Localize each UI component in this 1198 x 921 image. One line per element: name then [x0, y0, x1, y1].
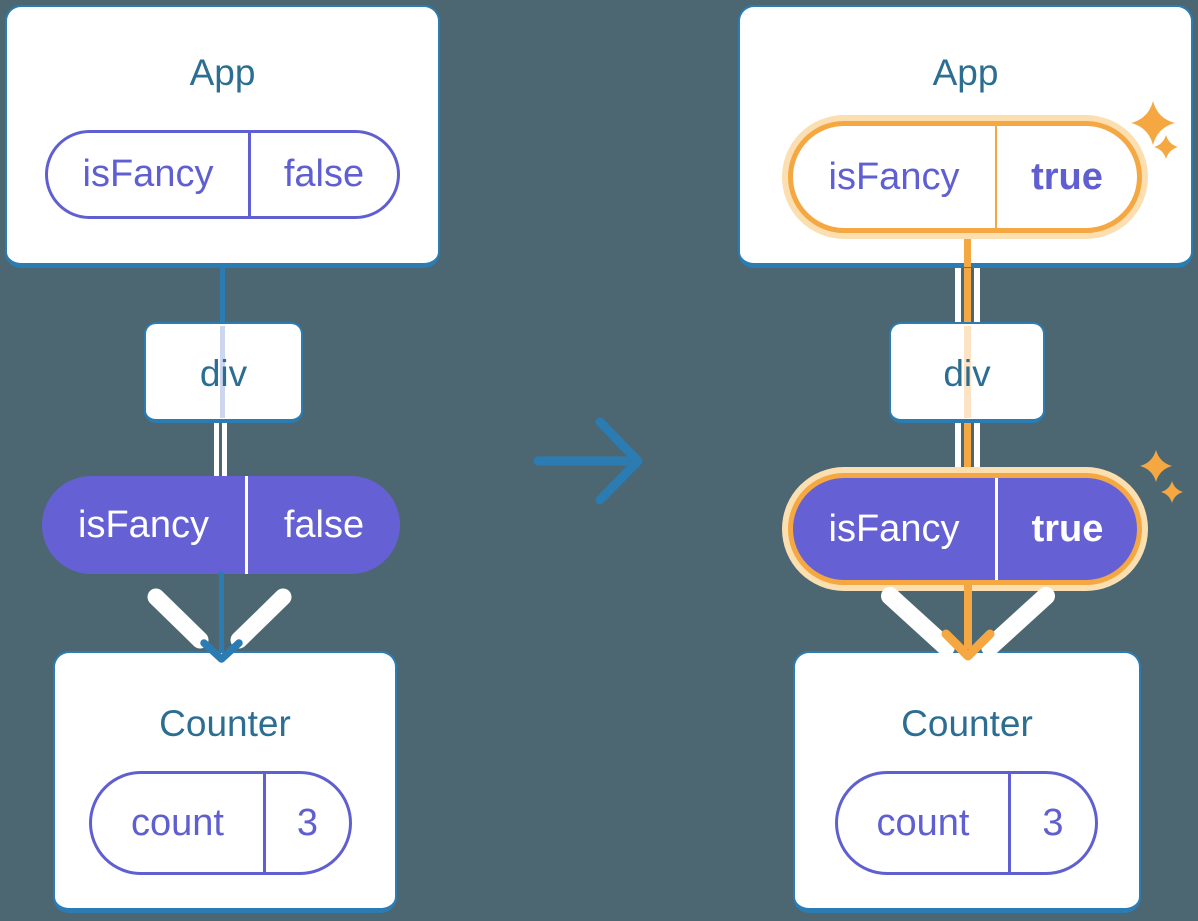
app-prop-pill: isFancy false: [45, 130, 400, 219]
prop-value-cell: false: [248, 133, 397, 216]
prop-name-cell: isFancy: [78, 503, 209, 546]
counter-state-pill: count 3: [89, 771, 352, 875]
highlighted-prop-line: [964, 231, 971, 267]
prop-name-cell: isFancy: [828, 155, 960, 198]
sparkle-icon: [1131, 101, 1178, 159]
prop-flow-line: [955, 421, 961, 470]
state-value-cell: 3: [263, 774, 349, 872]
prop-arrow-icon-highlighted: [881, 582, 1055, 661]
div-label: div: [199, 353, 248, 394]
state-name-cell: count: [876, 801, 970, 844]
highlighted-prop-line: [964, 421, 971, 470]
prop-flow-line: [955, 266, 961, 324]
counter-state-pill: count 3: [835, 771, 1098, 875]
prop-value-cell: true: [995, 478, 1137, 580]
passed-prop-pill: isFancy false: [42, 476, 400, 574]
counter-title: Counter: [901, 703, 1033, 744]
highlighted-prop-line: [964, 266, 971, 324]
tree-connector-line: [220, 266, 225, 324]
prop-flow-line: [974, 266, 980, 324]
app-prop-pill-highlighted: isFancy true: [788, 121, 1142, 233]
div-label: div: [943, 353, 991, 394]
prop-value-cell: true: [995, 126, 1137, 228]
prop-arrow-icon: [147, 572, 292, 663]
prop-flow-line: [222, 421, 227, 478]
app-title: App: [932, 52, 999, 93]
app-title: App: [189, 52, 256, 93]
counter-title: Counter: [159, 703, 291, 744]
passed-prop-pill-highlighted: isFancy true: [788, 473, 1142, 585]
sparkle-icon: [1140, 450, 1183, 503]
state-value-cell: 3: [1008, 774, 1095, 872]
prop-flow-line: [214, 421, 219, 478]
highlighted-prop-line-faded: [964, 326, 971, 418]
transition-arrow-icon: [533, 417, 643, 505]
tree-connector-line-faded: [220, 326, 225, 418]
prop-value-cell: false: [245, 476, 400, 574]
prop-name-cell: isFancy: [82, 153, 214, 195]
prop-flow-line: [974, 421, 980, 470]
prop-name-cell: isFancy: [828, 507, 960, 550]
state-name-cell: count: [131, 801, 224, 844]
